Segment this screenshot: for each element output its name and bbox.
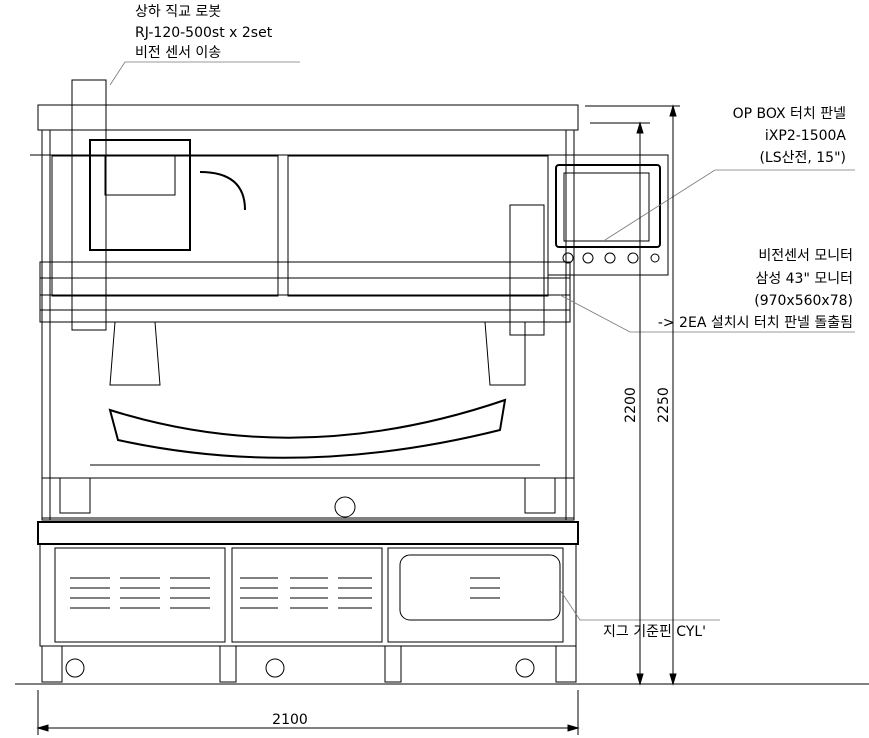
gripper-left bbox=[109, 321, 161, 386]
svg-text:iXP2-1500A: iXP2-1500A bbox=[765, 128, 847, 144]
robot-column-right bbox=[509, 204, 545, 336]
svg-text:상하 직교 로봇: 상하 직교 로봇 bbox=[135, 4, 221, 20]
touch-panel-screen bbox=[555, 164, 661, 248]
main-frame bbox=[41, 129, 575, 521]
op-box-callout: OP BOX 터치 판넬 iXP2-1500A (LS산전, 15") bbox=[733, 106, 847, 166]
svg-text:비전센서 모니터: 비전센서 모니터 bbox=[758, 248, 853, 264]
dimension-height-inner bbox=[590, 121, 650, 686]
workpiece bbox=[108, 398, 507, 459]
base-plate bbox=[41, 477, 575, 519]
monitor-leader bbox=[559, 294, 855, 333]
robot-leader bbox=[109, 61, 300, 86]
svg-text:비전 센서 이송: 비전 센서 이송 bbox=[135, 45, 221, 61]
svg-text:삼성 43" 모니터: 삼성 43" 모니터 bbox=[755, 271, 853, 287]
svg-text:OP BOX 터치 판넬: OP BOX 터치 판넬 bbox=[733, 106, 846, 122]
lower-cabinet bbox=[39, 543, 577, 647]
left-window bbox=[51, 155, 279, 297]
svg-text:RJ-120-500st x 2set: RJ-120-500st x 2set bbox=[135, 25, 273, 41]
dimension-height-inner-label: 2200 bbox=[623, 387, 639, 423]
op-box-buttons bbox=[562, 252, 660, 264]
dimension-height-total bbox=[585, 104, 680, 686]
op-box-leader bbox=[604, 169, 855, 241]
robot-callout: 상하 직교 로봇 RJ-120-500st x 2set 비전 센서 이송 bbox=[135, 4, 273, 61]
monitor-callout: 비전센서 모니터 삼성 43" 모니터 (970x560x78) -> 2EA … bbox=[658, 248, 853, 331]
vent-slots bbox=[70, 577, 500, 609]
casters bbox=[41, 645, 577, 683]
dimension-height-total-label: 2250 bbox=[656, 387, 672, 423]
jig-callout: 지그 기준핀 CYL' bbox=[603, 624, 706, 640]
dimension-width-label: 2100 bbox=[272, 712, 308, 728]
svg-text:-> 2EA 설치시 터치 판넬 돌출됨: -> 2EA 설치시 터치 판넬 돌출됨 bbox=[658, 315, 853, 331]
op-box bbox=[547, 154, 669, 276]
cabinet-top bbox=[37, 521, 579, 545]
gantry-rail bbox=[39, 261, 571, 323]
top-frame bbox=[37, 104, 579, 131]
air-tank bbox=[399, 554, 561, 621]
gripper-right bbox=[484, 321, 526, 386]
svg-text:(LS산전, 15"): (LS산전, 15") bbox=[759, 150, 846, 166]
right-window bbox=[287, 155, 549, 297]
robot-column-left bbox=[71, 79, 107, 331]
cable bbox=[199, 171, 246, 211]
dimension-width bbox=[36, 690, 580, 735]
svg-text:(970x560x78): (970x560x78) bbox=[754, 293, 853, 309]
vision-sensor-box bbox=[89, 139, 191, 251]
